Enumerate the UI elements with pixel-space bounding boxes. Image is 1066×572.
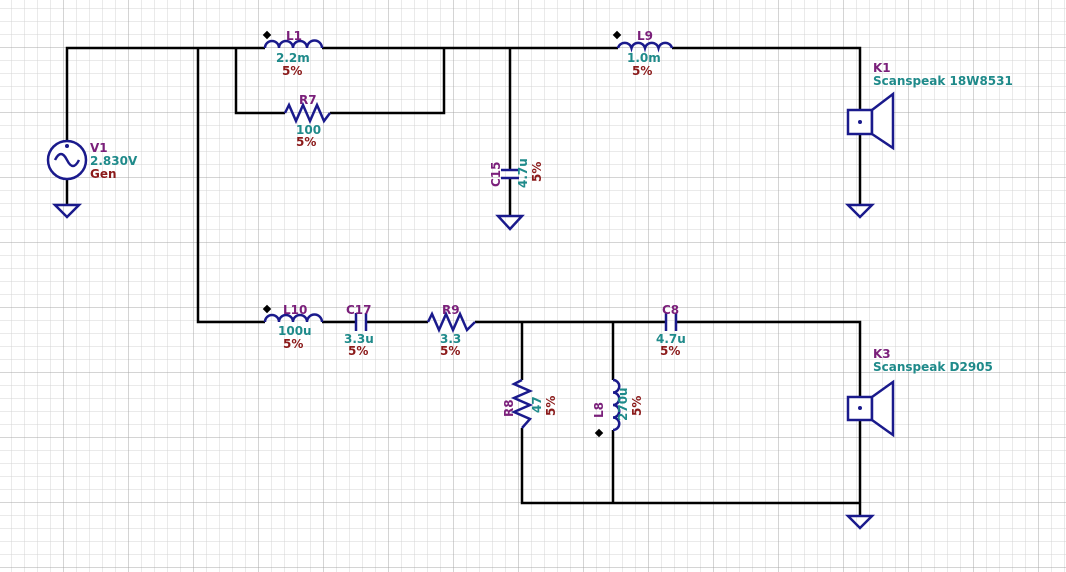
l10-tolerance: 5%: [283, 337, 303, 351]
wire-c8-k3: [676, 320, 862, 397]
r7-value: 100: [296, 123, 321, 137]
wire-r7-right: [330, 48, 446, 115]
l9-tolerance: 5%: [632, 64, 652, 78]
inductor-l1[interactable]: L1 2.2m 5%: [262, 29, 324, 78]
c17-value: 3.3u: [344, 332, 374, 346]
capacitor-c17[interactable]: C17 3.3u 5%: [344, 303, 374, 358]
r7-tolerance: 5%: [296, 135, 316, 149]
l1-value: 2.2m: [276, 51, 310, 65]
r8-ref: R8: [502, 399, 516, 417]
r9-value: 3.3: [440, 332, 461, 346]
k3-model: Scanspeak D2905: [873, 360, 993, 374]
inductor-l8[interactable]: L8 270u 5%: [592, 378, 644, 438]
r7-zigzag-symbol: [283, 101, 331, 125]
ground-icon-k1: [844, 203, 876, 219]
speaker-k3[interactable]: K3 Scanspeak D2905: [846, 347, 993, 438]
l1-polarity-dot: [262, 30, 272, 40]
l9-value: 1.0m: [627, 51, 661, 65]
l8-tolerance: 5%: [630, 396, 644, 416]
wire-r7-left: [234, 48, 285, 115]
v1-ref: V1: [90, 141, 108, 155]
k3-ref: K3: [873, 347, 891, 361]
l8-value: 270u: [616, 387, 630, 421]
v1-polarity-dot: [65, 144, 69, 148]
c8-ref: C8: [662, 303, 679, 317]
c15-tolerance: 5%: [530, 162, 544, 182]
r7-ref: R7: [299, 93, 317, 107]
l10-ref: L10: [283, 303, 307, 317]
c15-value: 4.7u: [516, 158, 530, 188]
l8-ref: L8: [592, 402, 606, 418]
k1-polarity-dot: [858, 120, 862, 124]
c8-value: 4.7u: [656, 332, 686, 346]
resistor-r9[interactable]: R9 3.3 5%: [426, 303, 476, 358]
ground-icon-v1: [51, 203, 83, 219]
speaker-cone-icon: [870, 379, 895, 438]
ground-symbols: [51, 203, 876, 530]
resistor-r8[interactable]: R8 47 5%: [502, 378, 558, 429]
resistor-r7[interactable]: R7 100 5%: [283, 93, 331, 149]
inductor-l10[interactable]: L10 100u 5%: [262, 303, 324, 351]
l1-coil-symbol: [263, 39, 324, 49]
r9-tolerance: 5%: [440, 344, 460, 358]
c8-tolerance: 5%: [660, 344, 680, 358]
ground-icon-k3: [844, 514, 876, 530]
speaker-cone-icon: [870, 91, 895, 151]
v1-generator[interactable]: V1 2.830V Gen: [46, 139, 138, 181]
r9-ref: R9: [442, 303, 460, 317]
l10-coil-symbol: [263, 313, 324, 323]
v1-type: Gen: [90, 167, 117, 181]
speaker-k1[interactable]: K1 Scanspeak 18W8531: [846, 61, 1013, 151]
capacitor-c15[interactable]: C15 4.7u 5%: [489, 158, 544, 188]
l8-coil-symbol: [612, 378, 621, 432]
wires: [65, 46, 862, 516]
k1-model: Scanspeak 18W8531: [873, 74, 1013, 88]
r8-zigzag-symbol: [510, 378, 534, 429]
ground-icon-c15: [495, 214, 525, 231]
r8-tolerance: 5%: [544, 396, 558, 416]
l1-ref: L1: [286, 29, 302, 43]
v1-value: 2.830V: [90, 154, 138, 168]
l1-tolerance: 5%: [282, 64, 302, 78]
sine-wave-icon: [53, 152, 81, 168]
inductor-l9[interactable]: L9 1.0m 5%: [612, 29, 674, 78]
l8-polarity-dot: [594, 428, 604, 438]
l10-polarity-dot: [262, 304, 272, 314]
r8-value: 47: [530, 396, 544, 413]
wire-l9-k1: [672, 46, 862, 110]
l9-ref: L9: [637, 29, 653, 43]
c17-tolerance: 5%: [348, 344, 368, 358]
l9-coil-symbol: [616, 41, 674, 53]
c15-ref: C15: [489, 161, 503, 187]
wire-left-vertical: [196, 48, 265, 324]
capacitor-c8[interactable]: C8 4.7u 5%: [656, 303, 686, 358]
wire-r8-bottom: [520, 428, 860, 505]
k1-ref: K1: [873, 61, 891, 75]
l10-value: 100u: [278, 324, 312, 338]
c17-ref: C17: [346, 303, 372, 317]
k3-polarity-dot: [858, 406, 862, 410]
r9-zigzag-symbol: [426, 310, 476, 334]
